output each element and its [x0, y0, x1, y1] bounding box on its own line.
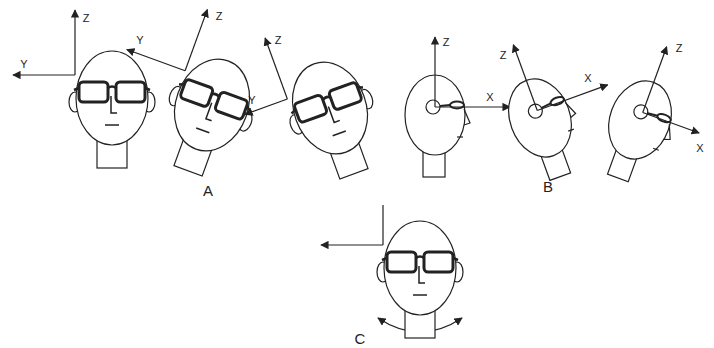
axis-label: Y: [20, 59, 27, 70]
axis-label: Z: [216, 11, 223, 22]
axis-label: Z: [83, 13, 90, 24]
axis-label: X: [584, 73, 591, 84]
figure-label: B: [543, 179, 553, 194]
axis-label: Z: [275, 35, 282, 46]
axis-label: Z: [443, 37, 450, 48]
figure-label: A: [203, 183, 213, 198]
figure-label: C: [355, 331, 366, 346]
head-front-rolled: [95, 0, 282, 185]
axis-label: Y: [136, 35, 143, 46]
head-side-pitched: [485, 19, 632, 186]
head-front: [13, 10, 155, 168]
axis-label: X: [696, 143, 703, 154]
axis-label: Z: [500, 50, 507, 61]
head-side: [405, 37, 510, 177]
axis-label: Y: [248, 95, 255, 106]
head-front-rolled: [223, 11, 395, 202]
axis-label: Z: [676, 43, 683, 54]
axis-label: X: [486, 92, 493, 103]
head-side-pitched: [591, 36, 714, 198]
head-front-yaw: [321, 205, 463, 338]
